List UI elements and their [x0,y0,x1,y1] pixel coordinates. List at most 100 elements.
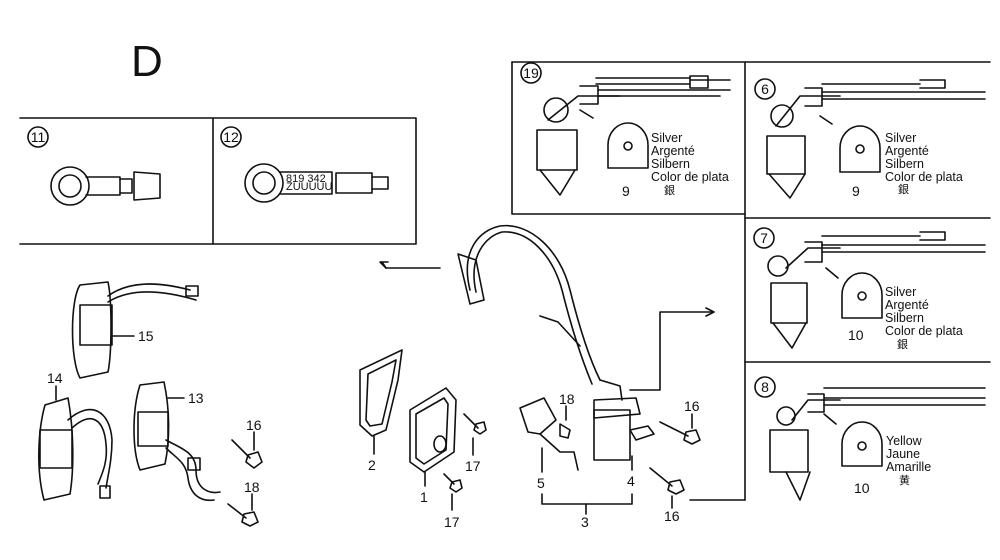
plug-wire-end [689,75,709,89]
plug-cap-body [279,171,333,195]
inset-8-color-jp: 黄 [899,473,910,487]
coil-13-connector [187,457,201,471]
pointer-arrow-head [379,261,389,269]
coil-lead [547,95,621,121]
cap-marking-line1: 819 342 [286,173,326,185]
coil-pointer [825,267,839,279]
coil-plug [629,425,655,441]
coil-mark-sticker [607,122,649,169]
bolt-16-head [245,451,263,469]
bracket-3 [541,493,633,505]
coil-13-winding [137,411,169,447]
callout-17b: 17 [444,514,460,530]
coil-loop [770,104,794,128]
inset-8-badge [754,376,776,398]
coil-wires [821,91,986,100]
coil-lead [791,399,841,421]
stop-switch-bracket [519,397,557,435]
coil-lead-in [599,379,623,401]
inset-8-color-en: Yellow [886,434,923,448]
inset-8-color-fr: Jaune [886,447,920,461]
plug-cap-loop-inner [58,174,82,198]
inset-7-color-de: Silbern [885,311,924,325]
coil-grommet [579,85,599,105]
plug-cap [457,253,485,305]
inset-19-part: 9 [622,183,630,199]
ignition-coil [536,129,578,171]
inset-6-color-de: Silbern [885,157,924,171]
bolt-16c-head [667,479,685,495]
inset-6-part: 9 [852,183,860,199]
plug-wire [821,231,946,241]
stop-switch-wire [539,433,579,471]
inset-19-frame [511,61,746,215]
ignition-coil [770,282,808,324]
bolt-16b-shank [659,421,689,437]
inset-19-color-en: Silver [651,131,682,145]
inset-6: 6 9 Silver Argenté Silbern Color de plat… [754,78,986,199]
inset-11: 11 [27,126,161,206]
callout-5: 5 [537,475,545,491]
plug-cap-loop [50,166,90,206]
coil-grommet [804,87,823,107]
inset-19-color-fr: Argenté [651,144,695,158]
callout-2: 2 [368,457,376,473]
coil-14-wires [67,408,113,489]
coil-13-body [133,381,170,471]
inset-12-id: 12 [223,129,239,145]
inset-19: 19 9 Silver Argenté Silbern Color de pla… [520,62,731,199]
inset-6-badge [754,78,776,100]
inset-19-color-de: Silbern [651,157,690,171]
plug-cap-boot [335,172,373,194]
high-tension-cord [466,224,601,381]
coil-15-wires [107,283,197,303]
cover-gasket-2 [359,349,403,455]
coil-loop [543,97,569,123]
inset-8: 8 10 Yellow Jaune Amarille 黄 [754,376,986,501]
bolts-left [227,431,263,527]
pointer-arrow-head [705,307,715,317]
inset-7-id: 7 [760,230,768,246]
inset-6-color-en: Silver [885,131,916,145]
pointer-arrow-left [381,261,441,269]
gasket-inner [365,359,397,427]
coil-15-terminal [185,285,199,297]
inset-6-color-es: Color de plata [885,170,963,184]
main-coil-body [593,409,631,461]
inset-7-color-es: Color de plata [885,324,963,338]
coil-pointer [819,115,833,125]
callout-15: 15 [138,328,154,344]
coil-mark-sticker [839,125,881,173]
coil-wires [597,79,731,97]
coil-14-terminal [99,485,111,499]
inset-8-id: 8 [761,379,769,395]
inset-7-badge [753,227,775,249]
main-ignition-assembly [457,224,715,515]
plug-cap-loop [244,163,284,203]
plug-wire [595,77,691,85]
callout-13: 13 [188,390,204,406]
plug-cap-tip [371,176,389,190]
coil-pointer [579,109,594,119]
coil-mark-dot [623,141,633,151]
inset-19-color-jp: 銀 [664,183,675,197]
coil-wires [823,397,986,406]
inset-19-id: 19 [523,65,539,81]
callout-4: 4 [627,473,635,489]
coil-assembly-15 [71,281,199,379]
cover-face [415,397,449,465]
inset-6-id: 6 [761,81,769,97]
screw-17a-head [473,421,487,435]
coil-core [772,322,807,349]
cap-marking-line2: ZUUUUU [286,181,332,193]
pointer-line [629,311,713,391]
bolt-18-head [241,511,259,527]
coil-pointer [823,413,837,425]
plug-cap-boot [133,171,161,201]
cover-outline [409,387,457,473]
cover-1 [409,387,457,487]
bolt-16c-shank [649,467,673,487]
inset-7: 7 10 Silver Argenté Silbern Color de pla… [753,227,986,351]
coil-mark-sticker [841,272,883,319]
